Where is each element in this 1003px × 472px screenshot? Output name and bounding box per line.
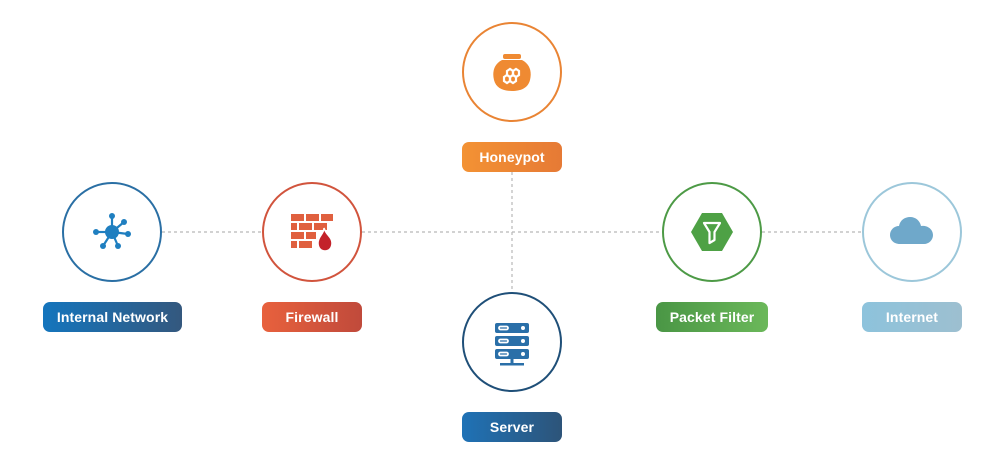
server-label: Server xyxy=(462,412,562,442)
network-hub-icon xyxy=(93,213,131,249)
internet-label: Internet xyxy=(862,302,962,332)
internal-network-label: Internal Network xyxy=(43,302,182,332)
firewall-label: Firewall xyxy=(262,302,362,332)
firewall-node[interactable] xyxy=(262,182,362,282)
internal-network-node[interactable] xyxy=(62,182,162,282)
packet-filter-node[interactable] xyxy=(662,182,762,282)
server-node[interactable] xyxy=(462,292,562,392)
funnel-hexagon-icon xyxy=(691,213,733,251)
brick-wall-flame-icon xyxy=(291,214,333,252)
server-rack-icon xyxy=(495,323,529,366)
packet-filter-label: Packet Filter xyxy=(656,302,768,332)
honey-jar-icon xyxy=(493,54,531,91)
cloud-icon xyxy=(890,217,933,244)
honeypot-node[interactable] xyxy=(462,22,562,122)
internet-node[interactable] xyxy=(862,182,962,282)
honeypot-label: Honeypot xyxy=(462,142,562,172)
